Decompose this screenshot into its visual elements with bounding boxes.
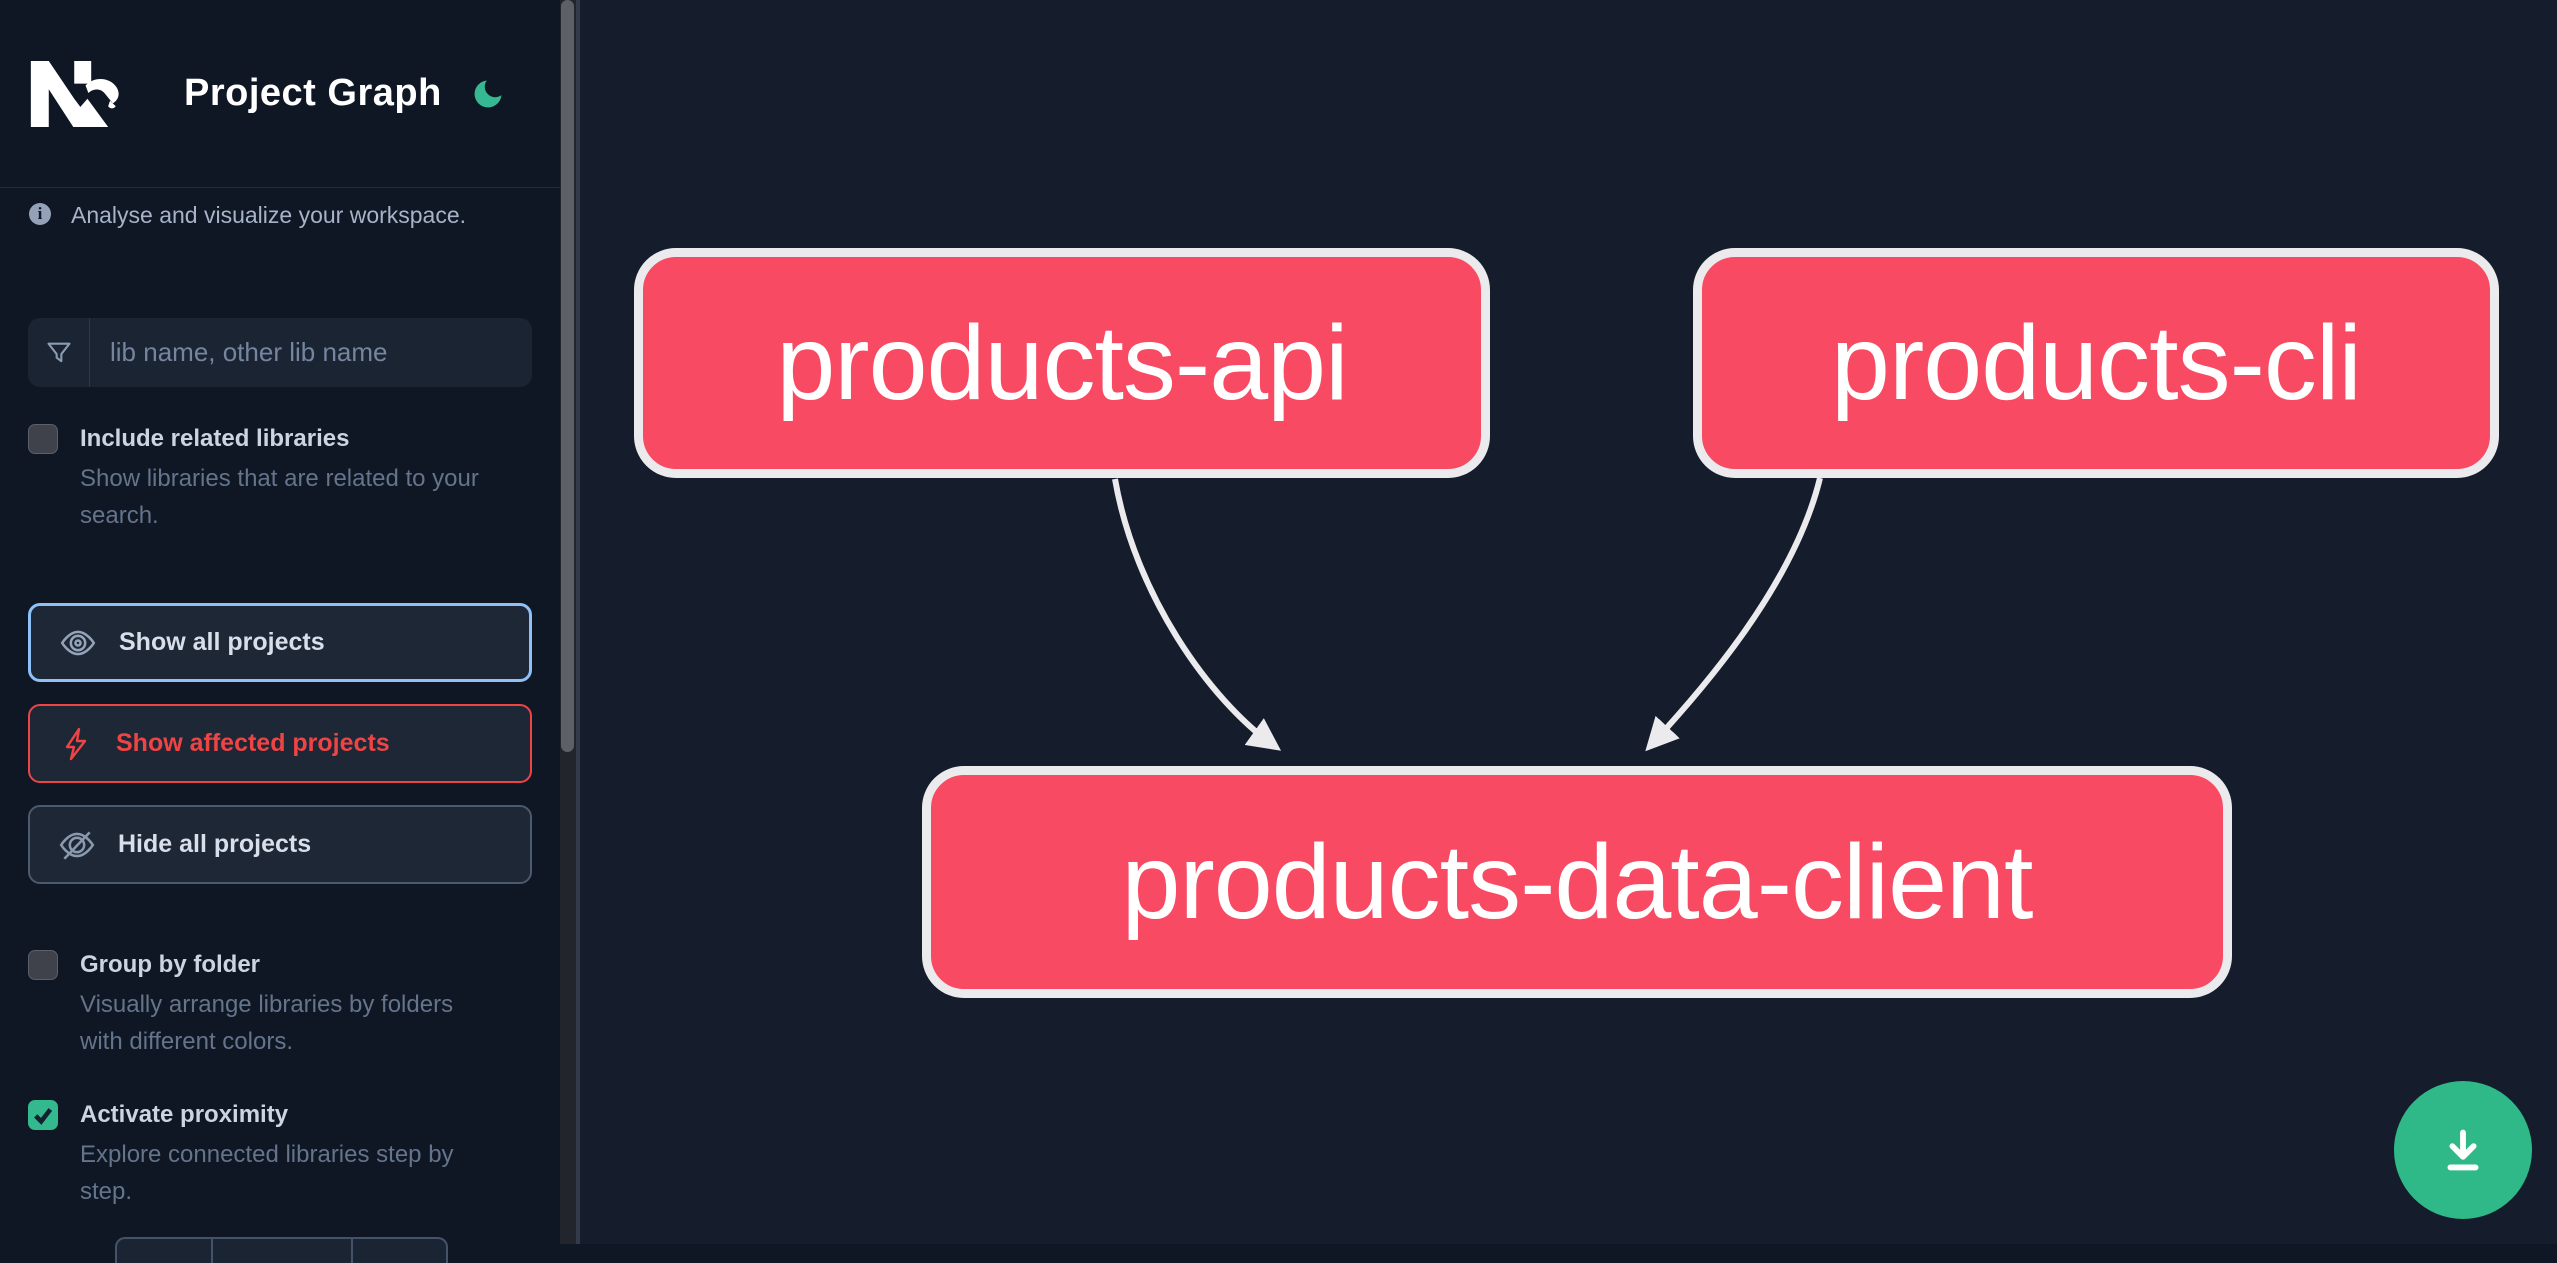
node-label: products-api: [776, 303, 1348, 422]
show-affected-projects-label: Show affected projects: [116, 729, 390, 757]
bottom-tab-segment[interactable]: [353, 1239, 446, 1263]
sidebar-scrollbar-thumb[interactable]: [561, 0, 574, 752]
sidebar: Project Graph i Analyse and visualize yo…: [0, 0, 560, 1263]
bottom-tab-bar: [115, 1237, 448, 1263]
download-graph-button[interactable]: [2394, 1081, 2532, 1219]
bolt-icon: [58, 726, 94, 762]
bottom-tab-segment[interactable]: [213, 1239, 353, 1263]
page-title: Project Graph: [184, 72, 442, 114]
sidebar-header: Project Graph: [0, 0, 560, 188]
panel-divider: [576, 0, 580, 1244]
info-text: Analyse and visualize your workspace.: [71, 202, 467, 228]
sidebar-scrollbar: [560, 0, 576, 1244]
moon-icon: [474, 80, 502, 107]
toggle-group-by-folder: Group by folder Visually arrange librari…: [28, 948, 533, 1060]
hide-all-projects-label: Hide all projects: [118, 830, 312, 858]
activate-proximity-checkbox[interactable]: [28, 1100, 58, 1130]
include-related-description: Show libraries that are related to your …: [80, 465, 479, 529]
checkmark-icon: [34, 1108, 53, 1125]
node-label: products-cli: [1831, 303, 2362, 422]
graph-node-products-data-client[interactable]: products-data-client: [922, 766, 2232, 998]
nx-logo-icon: [30, 60, 119, 127]
group-by-folder-checkbox[interactable]: [28, 950, 58, 980]
toggle-activate-proximity: Activate proximity Explore connected lib…: [28, 1098, 533, 1210]
edge-products-api-to-products-data-client: [1112, 478, 1282, 751]
theme-toggle[interactable]: [468, 74, 508, 114]
group-by-folder-description: Visually arrange libraries by folders wi…: [80, 991, 454, 1055]
eye-off-icon: [58, 826, 96, 864]
workspace-info: i Analyse and visualize your workspace.: [29, 200, 466, 230]
bottom-tab-segment[interactable]: [117, 1239, 213, 1263]
edge-products-cli-to-products-data-client: [1645, 477, 1823, 752]
activate-proximity-description: Explore connected libraries step by step…: [80, 1141, 454, 1205]
filter-icon: [46, 342, 71, 362]
filter-icon-cell: [28, 318, 90, 387]
search-input[interactable]: [90, 318, 532, 387]
info-icon: i: [29, 203, 51, 225]
activate-proximity-label[interactable]: Activate proximity: [80, 1101, 289, 1128]
node-label: products-data-client: [1121, 822, 2034, 941]
dependency-edges: [1112, 477, 1823, 752]
hide-all-projects-button[interactable]: Hide all projects: [28, 805, 532, 884]
show-all-projects-label: Show all projects: [119, 628, 325, 656]
show-all-projects-button[interactable]: Show all projects: [28, 603, 532, 682]
graph-node-products-api[interactable]: products-api: [634, 248, 1490, 478]
show-affected-projects-button[interactable]: Show affected projects: [28, 704, 532, 783]
graph-node-products-cli[interactable]: products-cli: [1693, 248, 2499, 478]
toggle-include-related: Include related libraries Show libraries…: [28, 422, 533, 534]
include-related-checkbox[interactable]: [28, 424, 58, 454]
include-related-label[interactable]: Include related libraries: [80, 425, 350, 452]
download-icon: [2447, 1129, 2479, 1171]
search-box: [28, 318, 532, 387]
project-graph-canvas[interactable]: products-api products-cli products-data-…: [580, 0, 2557, 1244]
eye-icon: [59, 624, 97, 662]
group-by-folder-label[interactable]: Group by folder: [80, 951, 260, 978]
